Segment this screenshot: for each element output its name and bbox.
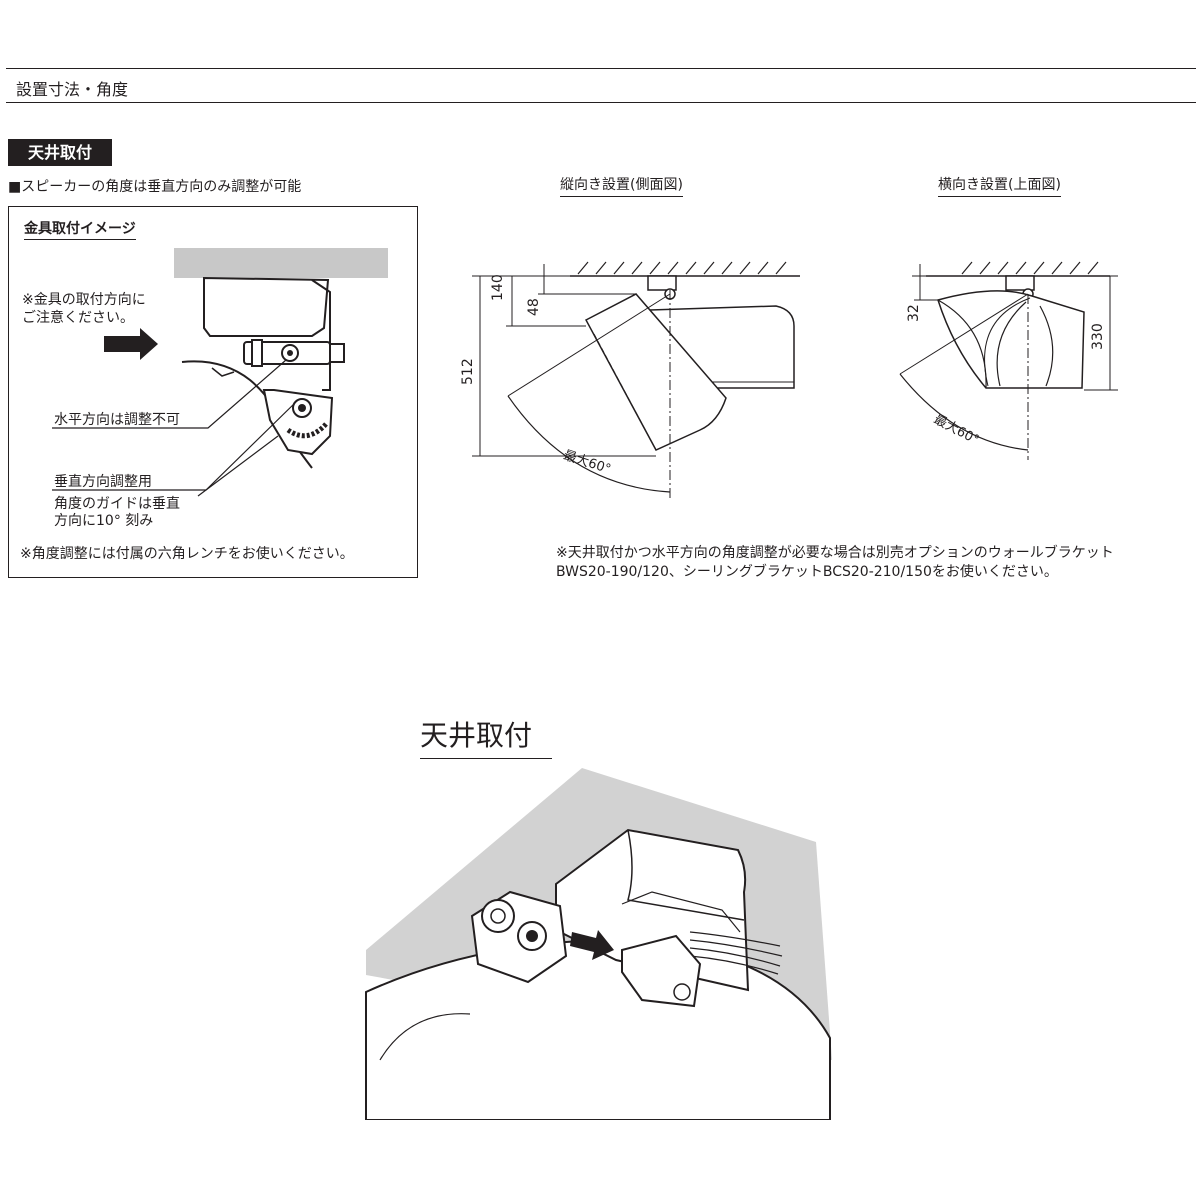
ceiling-mount-label: 天井取付 xyxy=(8,139,112,166)
side-dim-512: 512 xyxy=(460,358,476,385)
guide-line-2: 方向に10° 刻み xyxy=(54,513,154,529)
illustration-label-underline xyxy=(420,758,552,759)
caution-line-1: ※金具の取付方向に xyxy=(22,292,146,308)
bracket-image-box xyxy=(8,206,418,578)
top-view-caption: 横向き設置(上面図) xyxy=(938,174,1061,197)
top-dim-330: 330 xyxy=(1090,323,1106,350)
ceiling-install-illustration xyxy=(365,768,832,1120)
side-dim-48: 48 xyxy=(526,298,542,316)
vertical-note: 垂直方向調整用 xyxy=(54,474,152,490)
footnote-line-2: BWS20-190/120、シーリングブラケットBCS20-210/150をお使… xyxy=(556,564,1058,580)
section-title: 設置寸法・角度 xyxy=(16,80,129,99)
horizontal-note: 水平方向は調整不可 xyxy=(54,412,180,428)
top-view-diagram xyxy=(899,261,1118,460)
angle-guide-arc xyxy=(286,422,328,439)
top-dim-32: 32 xyxy=(906,304,922,322)
side-view-caption: 縦向き設置(側面図) xyxy=(560,174,683,197)
caution-line-2: ご注意ください。 xyxy=(22,310,134,326)
bracket-illustration xyxy=(52,248,388,497)
direction-arrow xyxy=(104,328,158,360)
side-dim-140: 140 xyxy=(490,274,506,301)
adjustment-note: ■スピーカーの角度は垂直方向のみ調整が可能 xyxy=(8,179,302,195)
guide-line-1: 角度のガイドは垂直 xyxy=(54,496,180,512)
footnote-line-1: ※天井取付かつ水平方向の角度調整が必要な場合は別売オプションのウォールブラケット xyxy=(556,545,1114,561)
bracket-housing xyxy=(203,276,330,337)
wrench-note: ※角度調整には付属の六角レンチをお使いください。 xyxy=(20,546,354,562)
side-view-diagram xyxy=(472,261,800,500)
illustration-label: 天井取付 xyxy=(420,719,533,752)
header-bottom-rule xyxy=(6,102,1196,103)
bracket-box-title: 金具取付イメージ xyxy=(24,218,136,240)
ceiling-slab xyxy=(174,248,388,278)
top-rule xyxy=(6,68,1196,69)
slide-arrow xyxy=(570,930,614,960)
